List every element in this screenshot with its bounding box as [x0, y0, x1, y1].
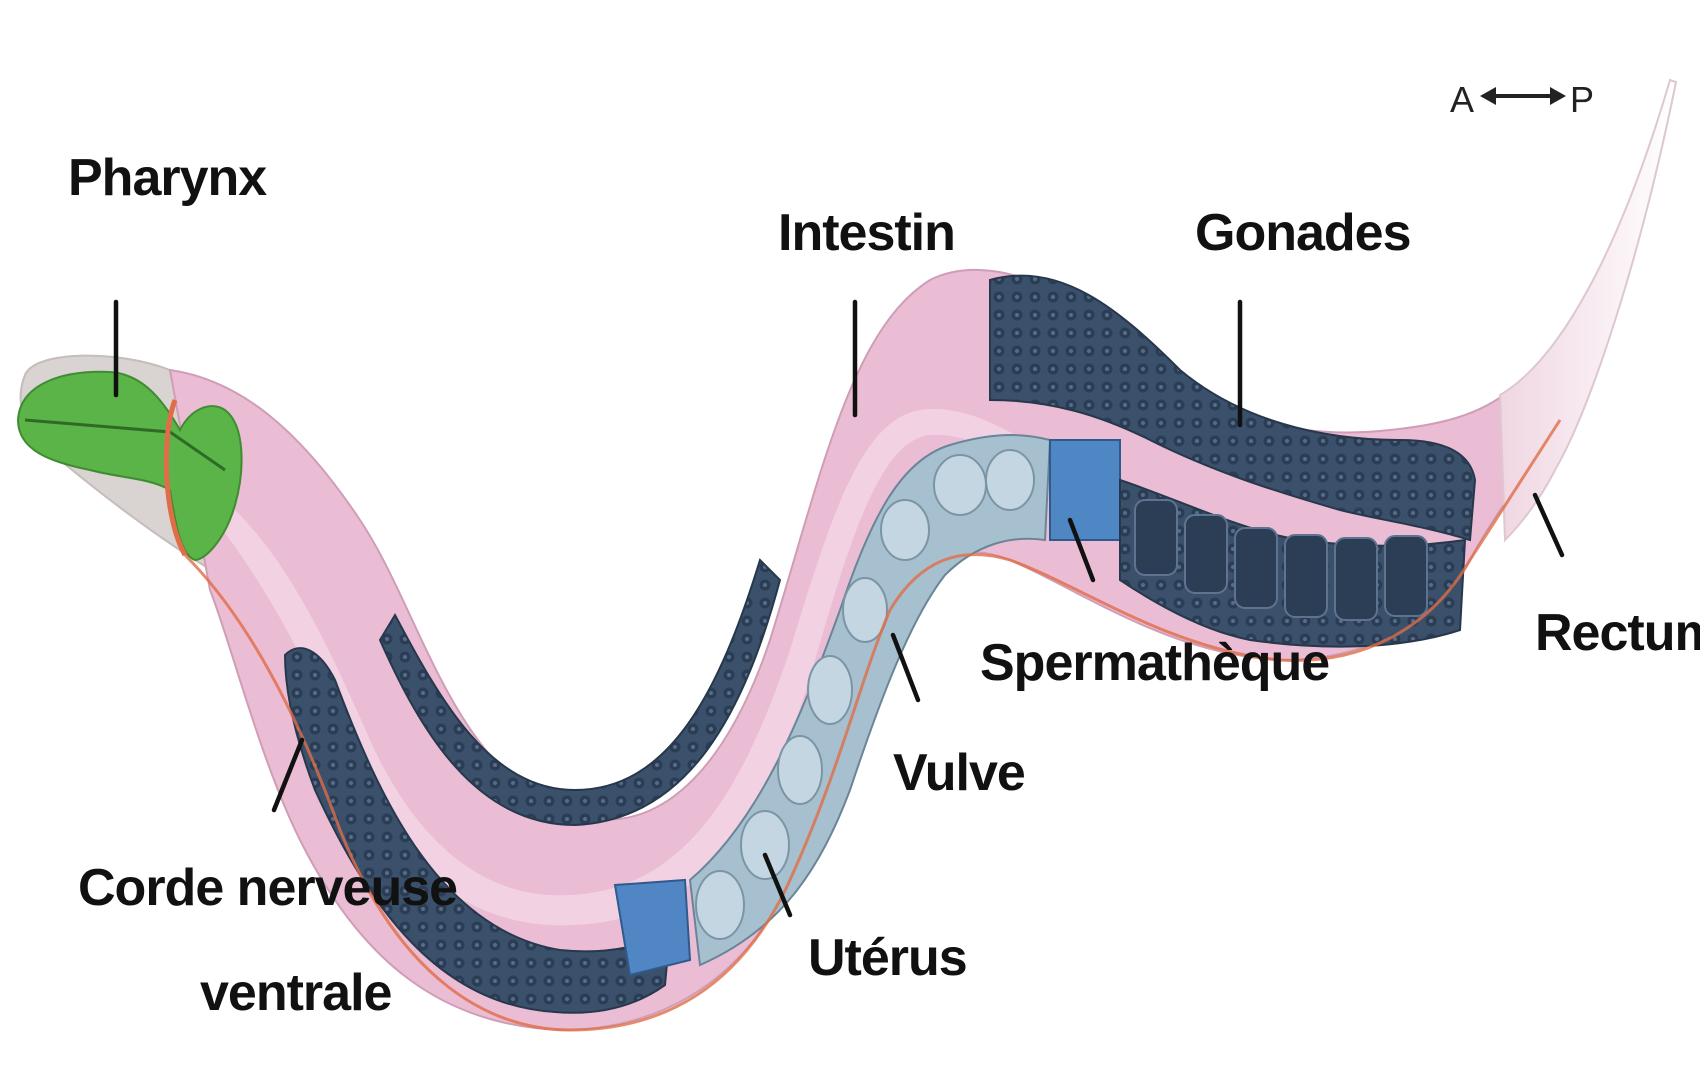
rectum-label: Rectum: [1535, 604, 1700, 662]
axis-indicator: A P: [1450, 79, 1594, 120]
intestin-label: Intestin: [778, 204, 955, 262]
vulve-label: Vulve: [893, 744, 1025, 802]
axis-arrow-left: [1480, 87, 1496, 105]
gonades-label: Gonades: [1195, 204, 1411, 262]
corde-label-line2: ventrale: [200, 964, 392, 1022]
posterior-label: P: [1570, 79, 1594, 120]
uterus-label: Utérus: [808, 929, 967, 987]
spermatheque-label: Spermathèque: [980, 634, 1329, 692]
anterior-label: A: [1450, 79, 1474, 120]
corde-label-line1: Corde nerveuse: [78, 859, 457, 917]
posterior-spermatheca: [1050, 440, 1120, 540]
axis-arrow-right: [1550, 87, 1566, 105]
pharynx-label: Pharynx: [68, 149, 267, 207]
rectum-leader: [1535, 495, 1562, 555]
